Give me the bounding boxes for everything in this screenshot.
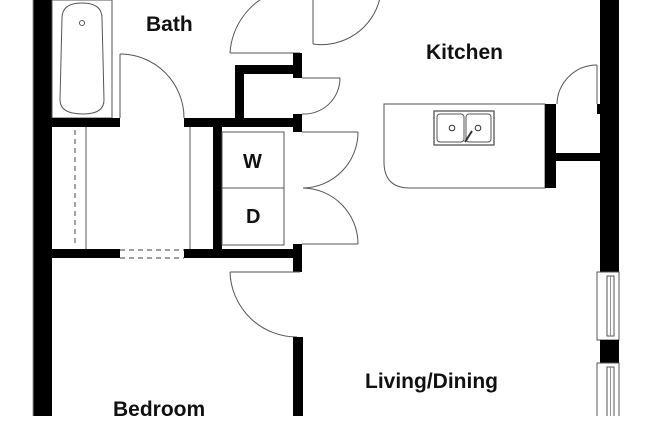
door-swing-icon [301,77,341,115]
pantry-shelf-wall [556,153,600,161]
door-swing-icon [229,0,300,54]
door-swing-icon [312,0,380,46]
bath-wall-bottom-left [52,118,120,127]
kitchen-wall [545,104,556,188]
door-swing-icon [556,64,598,105]
door-swing-icon [119,53,185,119]
exterior-wall-right-pier [600,340,619,363]
hall-wall-right [184,249,300,258]
bathtub-icon [51,0,113,119]
dryer [221,187,285,246]
room-label-bath: Bath [146,13,193,36]
laundry-wall [213,127,222,258]
hall-wall-stub [293,244,302,272]
appliance-label-dryer: D [246,206,261,228]
exterior-wall-left [33,0,52,416]
window-icon [596,362,620,416]
closet-stub-bottom [293,114,302,132]
closet-wall-top [235,65,300,74]
closet-wall [235,65,244,127]
room-label-kitchen: Kitchen [426,41,504,64]
pantry-stub [597,104,601,114]
door-swing-icon [229,271,300,338]
door-swing-icon [302,131,359,245]
closet-stub-top [293,53,302,78]
hall-wall-left [52,249,120,258]
room-label-bedroom: Bedroom [113,398,206,421]
kitchen-island [383,103,546,189]
room-label-living-dining: Living/Dining [365,370,498,393]
bedroom-wall-right [293,337,303,416]
window-icon [596,271,620,341]
exterior-wall-right [600,0,619,272]
double-sink-icon [433,110,495,146]
appliance-label-washer: W [243,151,262,173]
